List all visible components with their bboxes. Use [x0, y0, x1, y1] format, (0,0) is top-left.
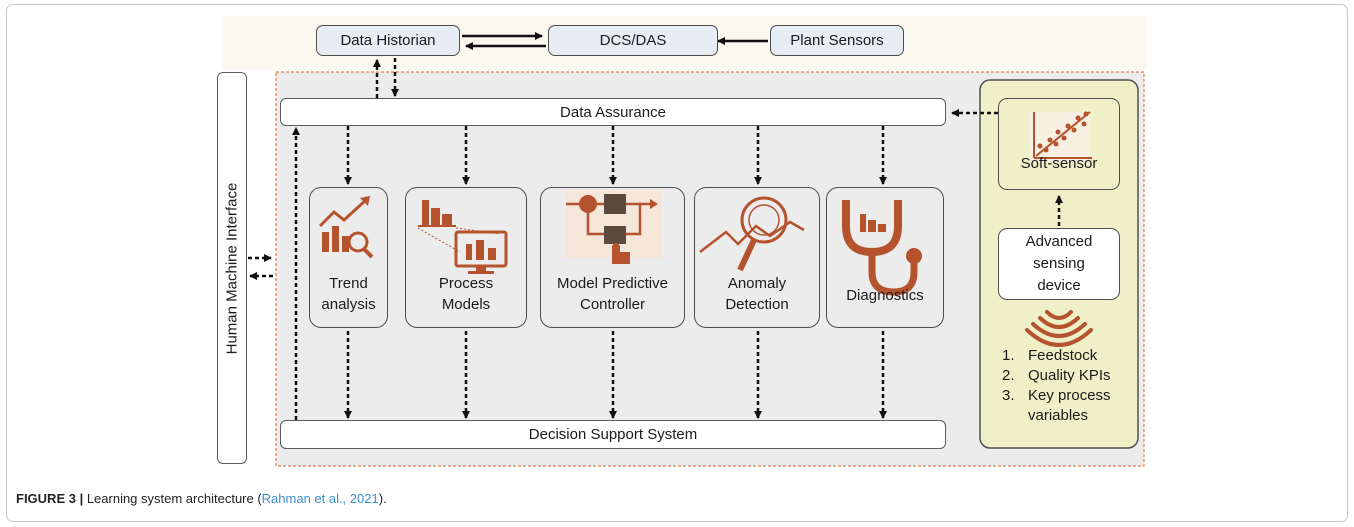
soft-sensor-box: Soft-sensor [998, 98, 1120, 190]
sensed-items-list: 1. Feedstock 2. Quality KPIs 3. Key proc… [1002, 346, 1136, 426]
scatter-trend-icon [1030, 111, 1092, 162]
dcs-das-label: DCS/DAS [599, 32, 667, 49]
trend-chart-magnifier-icon [318, 196, 374, 259]
plant-sensors-label: Plant Sensors [790, 32, 884, 49]
arrow-historian-assurance [373, 58, 399, 98]
control-loop-hand-icon [566, 190, 662, 264]
advanced-device-label: Advanced sensing device [1025, 233, 1093, 294]
module-label: Trend analysis [321, 275, 376, 313]
module-trend-analysis: Trend analysis [309, 187, 388, 328]
module-label: Diagnostics [846, 287, 924, 304]
caption-citation-link[interactable]: Rahman et al., 2021 [261, 491, 379, 506]
arrows-assurance-to-modules [344, 126, 887, 185]
stethoscope-plant-icon [842, 200, 922, 296]
module-anomaly-detection: Anomaly Detection [694, 187, 820, 328]
figure-caption: FIGURE 3 | Learning system architecture … [16, 491, 387, 506]
arrow-hmi-panel [248, 254, 273, 280]
caption-end: ). [378, 491, 387, 506]
module-label: Model Predictive Controller [557, 275, 668, 313]
arrow-historian-dcs [462, 32, 768, 50]
human-machine-interface-bar: Human Machine Interface [217, 72, 247, 464]
module-label: Process Models [438, 275, 494, 313]
caption-text: Learning system architecture ( [83, 491, 262, 506]
module-diagnostics: Diagnostics [826, 187, 944, 328]
module-process-models: Process Models [405, 187, 527, 328]
dcs-das-box: DCS/DAS [548, 25, 718, 56]
hmi-label: Human Machine Interface [223, 182, 241, 354]
data-historian-label: Data Historian [340, 32, 436, 49]
caption-label: FIGURE 3 | [16, 491, 84, 506]
data-historian-box: Data Historian [316, 25, 460, 56]
decision-support-bar: Decision Support System [280, 420, 946, 449]
decision-support-label: Decision Support System [528, 426, 698, 443]
plant-sensors-box: Plant Sensors [770, 25, 904, 56]
list-item: 1. Feedstock [1002, 347, 1098, 364]
module-model-predictive-controller: Model Predictive Controller [540, 187, 685, 328]
soft-sensor-label: Soft-sensor [1020, 155, 1098, 172]
list-item: 3. Key process variables [1002, 387, 1111, 424]
module-label: Anomaly Detection [725, 275, 789, 313]
plant-monitor-icon [417, 200, 508, 274]
arrows-modules-to-decision [344, 331, 887, 419]
wireless-signal-icon [1025, 310, 1093, 347]
list-item: 2. Quality KPIs [1002, 367, 1111, 384]
signal-magnifier-icon [699, 196, 805, 272]
data-assurance-bar: Data Assurance [280, 98, 946, 126]
data-assurance-label: Data Assurance [560, 103, 666, 121]
advanced-sensing-device-box: Advanced sensing device [998, 228, 1120, 300]
